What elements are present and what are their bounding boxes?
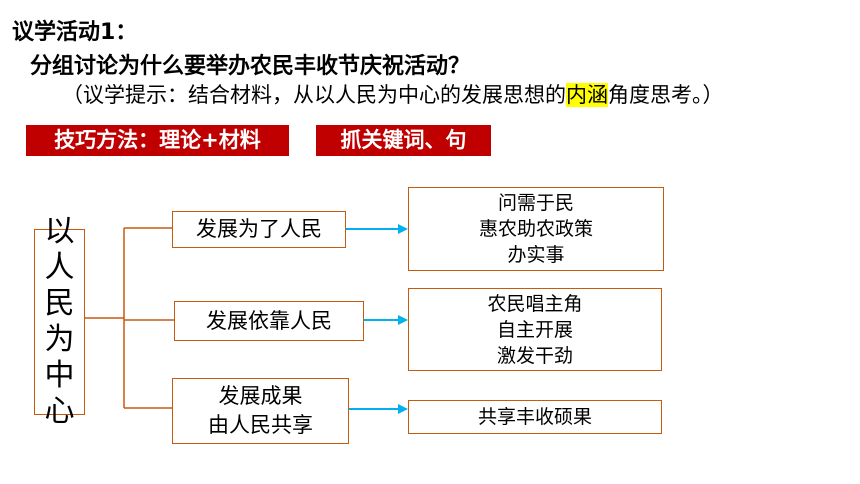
root-concept-box: 以 人 民 为 中 心 — [34, 214, 85, 429]
root-char: 中 — [44, 358, 75, 393]
detail-item: 惠农助农政策 — [478, 218, 593, 240]
root-char: 人 — [44, 250, 75, 285]
detail-item: 办实事 — [507, 244, 565, 266]
hint-text-before: （议学提示：结合材料，从以人民为中心的发展思想的 — [62, 83, 566, 107]
arrow-head-3 — [398, 404, 408, 414]
root-char: 心 — [44, 394, 75, 429]
detail-box: 问需于民 惠农助农政策 办实事 — [408, 187, 664, 271]
arrow-head-2 — [398, 315, 408, 325]
detail-item: 激发干劲 — [496, 344, 573, 367]
discussion-question: 分组讨论为什么要举办农民丰收节庆祝活动？ — [30, 54, 471, 79]
branch-label: 发展依靠人民 — [206, 308, 332, 333]
detail-item: 自主开展 — [496, 318, 573, 341]
root-char: 为 — [44, 322, 75, 357]
discussion-hint: （议学提示：结合材料，从以人民为中心的发展思想的内涵角度思考。） — [62, 79, 724, 109]
method-tag: 技巧方法：理论+材料 — [26, 125, 289, 156]
keywords-tag: 抓关键词、句 — [316, 125, 491, 156]
hint-text-after: 角度思考。） — [608, 83, 724, 107]
hint-highlight: 内涵 — [566, 83, 608, 107]
detail-box: 农民唱主角 自主开展 激发干劲 — [408, 288, 662, 371]
root-char: 民 — [44, 286, 75, 321]
arrow-head-1 — [398, 224, 408, 234]
activity-label: 议学活动1： — [12, 20, 138, 45]
detail-item: 共享丰收硕果 — [477, 406, 592, 428]
branch-label: 由人民共享 — [208, 413, 313, 437]
branch-box: 发展依靠人民 — [174, 301, 364, 341]
root-char: 以 — [44, 214, 75, 249]
branch-label: 发展成果 — [218, 384, 303, 408]
branch-label: 发展为了人民 — [196, 217, 322, 241]
bracket — [85, 227, 174, 409]
detail-item: 问需于民 — [497, 192, 574, 214]
branch-box: 发展为了人民 — [172, 211, 346, 248]
branch-box: 发展成果 由人民共享 — [172, 378, 349, 444]
detail-box: 共享丰收硕果 — [408, 400, 662, 434]
detail-item: 农民唱主角 — [487, 292, 583, 315]
